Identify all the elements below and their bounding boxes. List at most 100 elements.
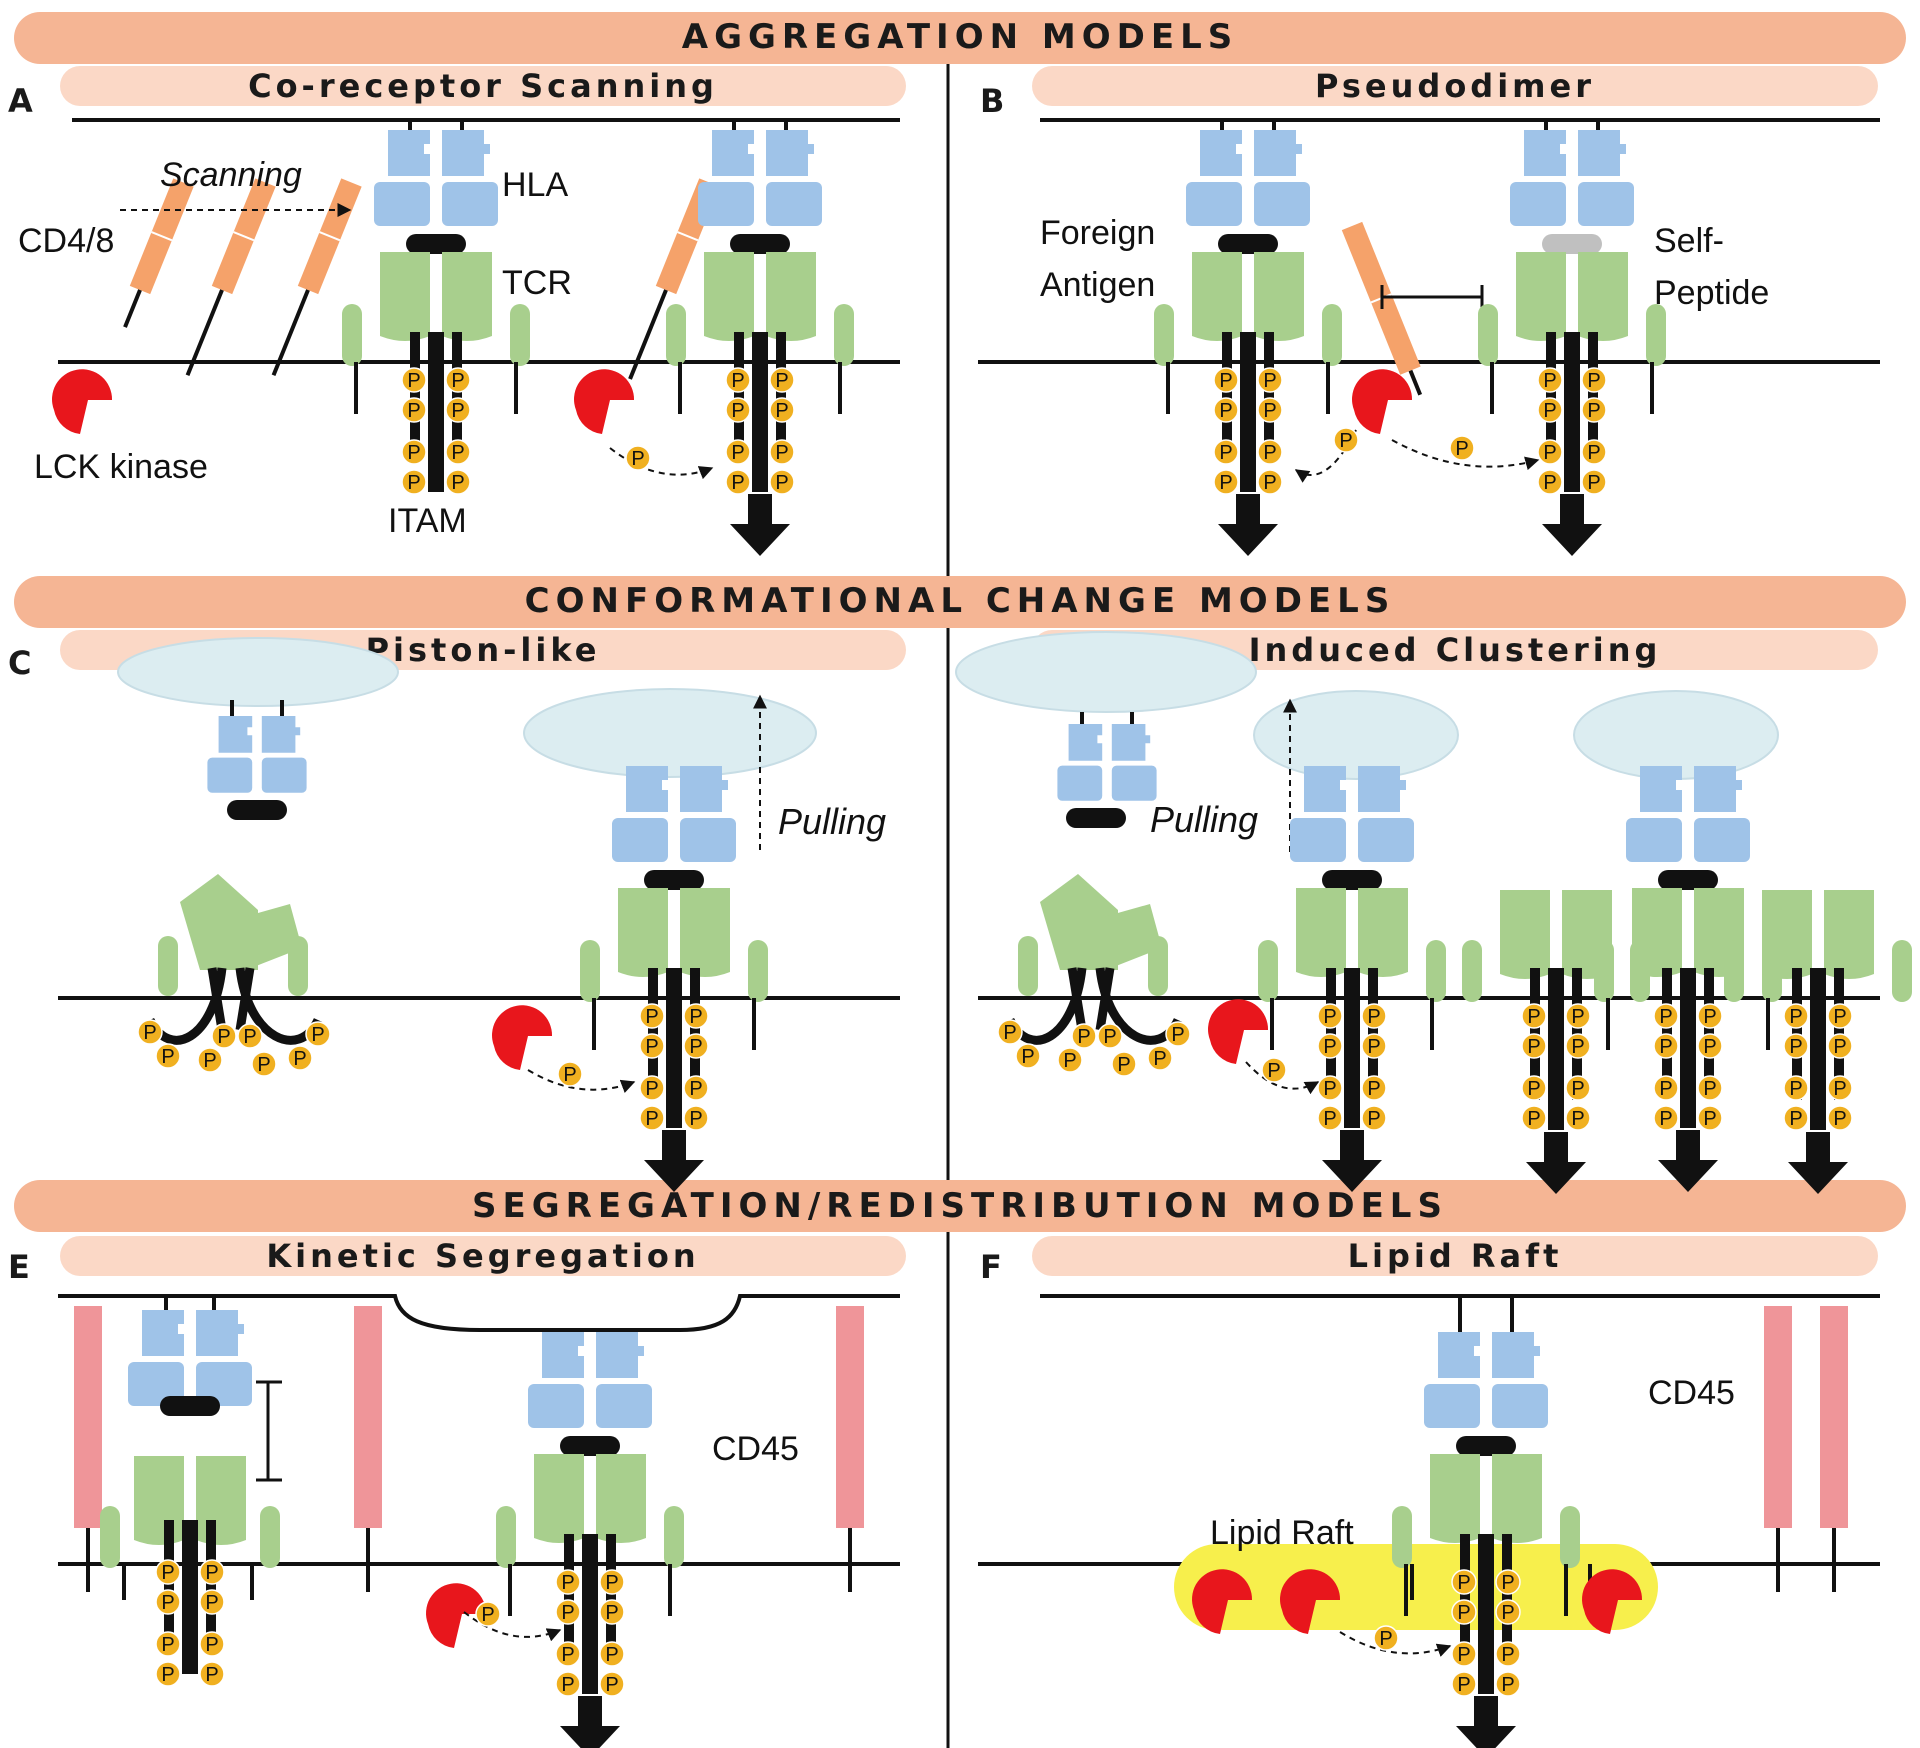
svg-text:P: P	[689, 1036, 702, 1058]
phosphate-icon: P	[1015, 1043, 1041, 1069]
phosphate-icon: P	[555, 1569, 581, 1595]
phosphate-icon: P	[683, 1075, 709, 1101]
svg-text:P: P	[605, 1644, 618, 1666]
phosphate-icon: P	[1537, 469, 1563, 495]
signal-arrow-icon	[1788, 1132, 1848, 1194]
svg-text:P: P	[161, 1592, 174, 1614]
panel-title-E: Kinetic Segregation	[266, 1237, 699, 1275]
phosphate-icon: P	[1653, 1033, 1679, 1059]
hla-icon	[207, 716, 307, 793]
svg-text:P: P	[645, 1006, 658, 1028]
phosphate-icon: P	[1783, 1003, 1809, 1029]
svg-text:P: P	[451, 400, 464, 422]
svg-text:P: P	[1501, 1644, 1514, 1666]
svg-text:P: P	[1789, 1078, 1802, 1100]
phosphate-icon: P	[251, 1051, 277, 1077]
phosphate-icon: P	[1257, 367, 1283, 393]
cd3-icon	[1892, 940, 1912, 1002]
phosphate-icon: P	[1451, 1569, 1477, 1595]
svg-text:P: P	[1527, 1108, 1540, 1130]
svg-text:P: P	[311, 1024, 324, 1046]
phosphate-icon: P	[1537, 397, 1563, 423]
svg-text:P: P	[689, 1006, 702, 1028]
phosphate-icon: P	[197, 1047, 223, 1073]
cd3-icon	[1646, 304, 1666, 366]
section-title-segregation: SEGREGATION/REDISTRIBUTION MODELS	[472, 1186, 1448, 1226]
svg-text:P: P	[1789, 1036, 1802, 1058]
tcr-icon	[380, 252, 492, 341]
svg-text:P: P	[1833, 1078, 1846, 1100]
section-header-aggregation: AGGREGATION MODELS	[14, 12, 1906, 64]
svg-text:P: P	[1263, 400, 1276, 422]
phosphate-icon: P	[1581, 397, 1607, 423]
phosphate-icon: P	[1213, 439, 1239, 465]
phosphate-icon: P	[1565, 1033, 1591, 1059]
phosphate-icon: P	[1147, 1045, 1173, 1071]
phosphate-icon: P	[1653, 1075, 1679, 1101]
labels: Scanning CD4/8 HLA TCR LCK kinase ITAM F…	[18, 156, 1769, 1552]
phosphate-icon: P	[1257, 469, 1283, 495]
phospho-transfer-arrow	[1339, 1631, 1452, 1657]
phosphate-icon: P	[625, 445, 651, 471]
svg-text:P: P	[1659, 1078, 1672, 1100]
phosphate-icon: P	[1451, 1641, 1477, 1667]
phosphate-icon: P	[1057, 1047, 1083, 1073]
phosphate-icon: P	[1653, 1105, 1679, 1131]
svg-text:P: P	[161, 1664, 174, 1686]
svg-text:P: P	[1219, 472, 1232, 494]
lck-kinase-icon	[1352, 369, 1413, 434]
svg-text:P: P	[1457, 1644, 1470, 1666]
svg-text:P: P	[731, 442, 744, 464]
svg-text:P: P	[1543, 370, 1556, 392]
panel-header-E: Kinetic Segregation E	[8, 1236, 906, 1286]
lck-kinase-icon	[1192, 1569, 1253, 1634]
svg-text:P: P	[1219, 400, 1232, 422]
svg-text:P: P	[605, 1674, 618, 1696]
tcr-icon	[1430, 1454, 1542, 1543]
svg-text:P: P	[1543, 400, 1556, 422]
cd3-icon	[288, 936, 308, 996]
label-peptide: Peptide	[1654, 274, 1769, 312]
phosphate-icon: P	[1213, 367, 1239, 393]
phosphate-icon: P	[401, 367, 427, 393]
phosphate-icon: P	[1827, 1075, 1853, 1101]
phospho-transfer-arrow	[527, 1069, 636, 1093]
svg-text:P: P	[1659, 1036, 1672, 1058]
svg-text:P: P	[1789, 1108, 1802, 1130]
svg-text:P: P	[1367, 1108, 1380, 1130]
hla-icon	[1424, 1332, 1548, 1428]
hla-icon	[374, 130, 498, 226]
cd3-icon	[1154, 304, 1174, 366]
svg-text:P: P	[143, 1022, 156, 1044]
cd45-icon	[1820, 1306, 1848, 1528]
phosphate-icon: P	[1097, 1023, 1123, 1049]
svg-text:P: P	[1219, 370, 1232, 392]
label-pulling-c: Pulling	[778, 801, 886, 842]
hla-icon	[528, 1332, 652, 1428]
svg-text:P: P	[481, 1604, 494, 1626]
svg-text:P: P	[561, 1674, 574, 1696]
svg-text:P: P	[1659, 1108, 1672, 1130]
phosphate-icon: P	[1213, 397, 1239, 423]
phosphate-icon: P	[1565, 1105, 1591, 1131]
svg-text:P: P	[1455, 438, 1468, 460]
svg-text:P: P	[561, 1644, 574, 1666]
svg-text:P: P	[1501, 1674, 1514, 1696]
svg-text:P: P	[205, 1634, 218, 1656]
label-self: Self-	[1654, 222, 1724, 260]
phosphate-icon: P	[199, 1631, 225, 1657]
panel-title-C: Piston-like	[366, 631, 601, 669]
phosphate-icon: P	[1521, 1105, 1547, 1131]
phosphate-icon: P	[1373, 1625, 1399, 1651]
phosphate-icon: P	[1333, 427, 1359, 453]
phosphate-icon: P	[199, 1559, 225, 1585]
phosphate-icon: P	[683, 1003, 709, 1029]
svg-text:P: P	[1171, 1024, 1184, 1046]
